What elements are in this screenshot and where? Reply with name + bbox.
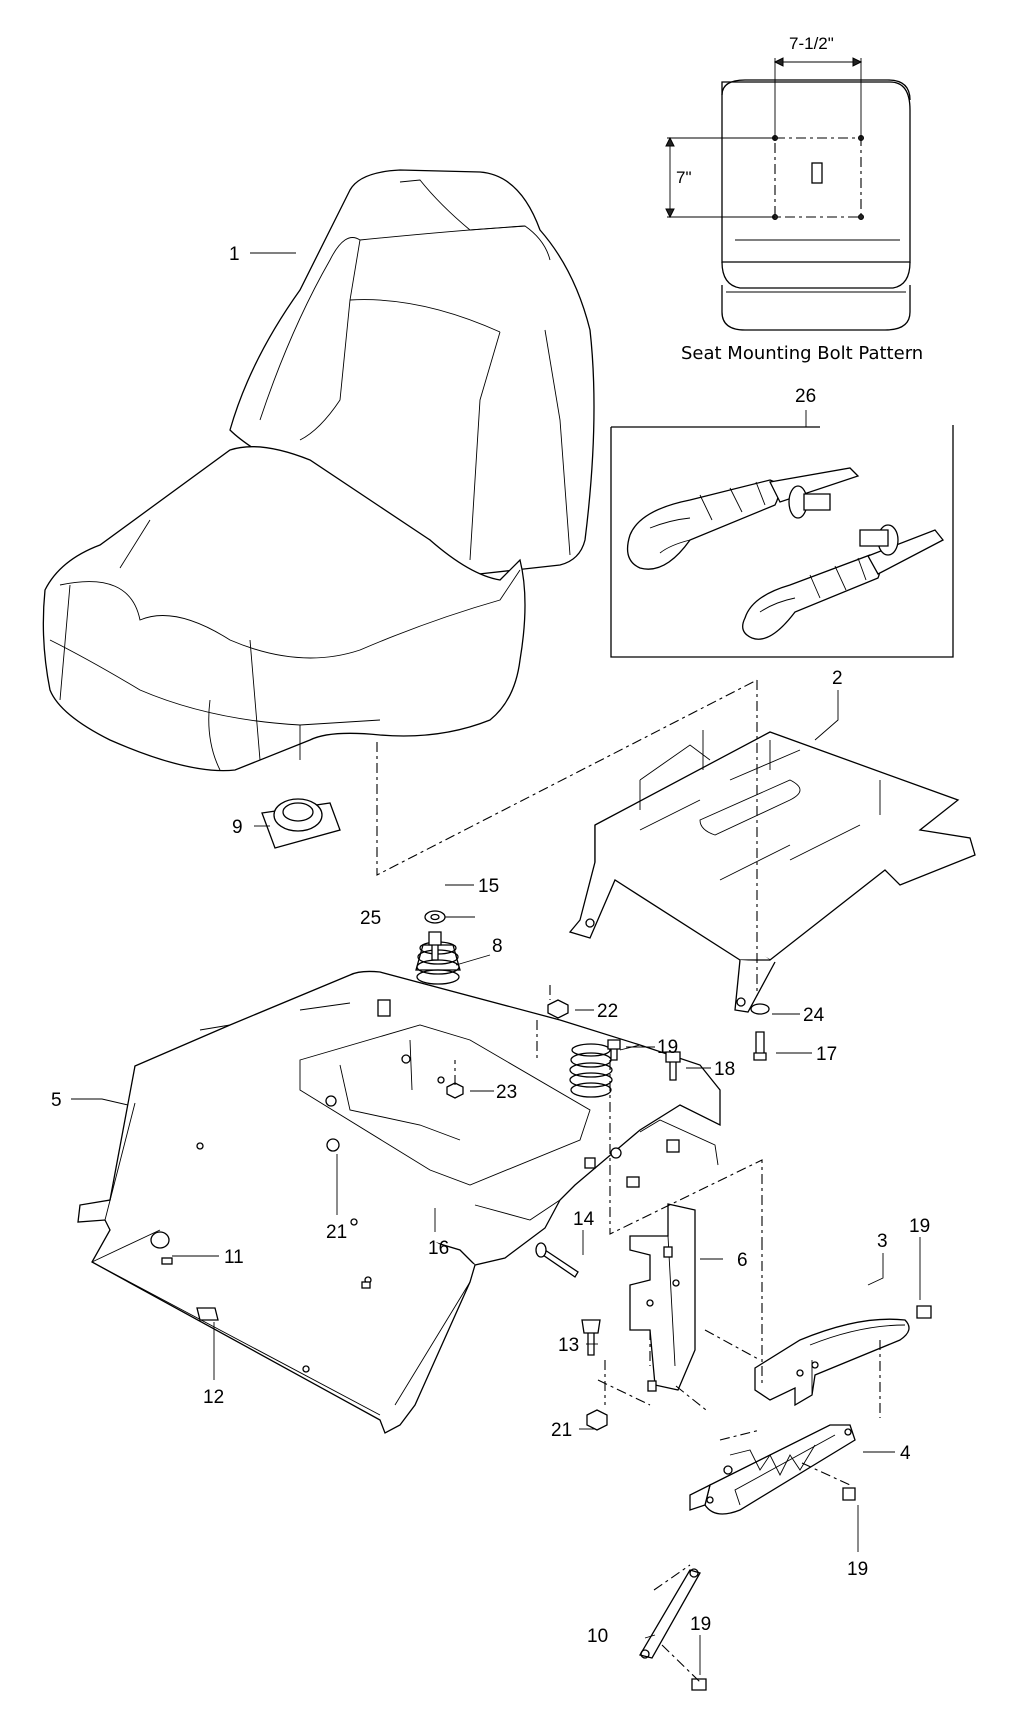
callout-12: 12 (203, 1387, 224, 1408)
callout-21-platform: 21 (326, 1222, 347, 1243)
spring-rear (569, 1043, 613, 1098)
callout-1: 1 (229, 244, 240, 265)
seat (42, 169, 595, 772)
callout-24: 24 (803, 1005, 825, 1026)
seat-slide-upper (754, 1318, 910, 1407)
callout-21-lower: 21 (551, 1420, 572, 1441)
seat-slide-lower (689, 1424, 856, 1515)
callout-14: 14 (573, 1209, 595, 1230)
callout-13: 13 (558, 1335, 579, 1356)
armrest-kit-box (610, 410, 954, 658)
callouts: 1 2 3 4 5 6 8 9 10 11 12 13 14 15 16 17 … (51, 244, 930, 1647)
leader-lines (71, 252, 921, 1675)
callout-4: 4 (900, 1443, 911, 1464)
callout-10: 10 (587, 1626, 608, 1647)
callout-23: 23 (496, 1082, 517, 1103)
callout-19-top: 19 (657, 1037, 678, 1058)
callout-26: 26 (795, 386, 816, 407)
callout-17: 17 (816, 1044, 837, 1065)
bolt-rectangle (774, 137, 862, 218)
callout-18: 18 (714, 1059, 735, 1080)
callout-6: 6 (737, 1250, 748, 1271)
callout-19-lower: 19 (847, 1559, 868, 1580)
assembly-lines (376, 679, 881, 1683)
callout-22: 22 (597, 1001, 618, 1022)
seat-bracket (568, 730, 976, 1013)
callout-8: 8 (492, 936, 503, 957)
callout-19-right: 19 (909, 1216, 930, 1237)
height-dimension: 7" (676, 168, 692, 187)
callout-16: 16 (428, 1238, 449, 1259)
hardware (150, 910, 932, 1691)
callout-5: 5 (51, 1090, 62, 1111)
armrest-right (742, 524, 945, 640)
seat-switch (261, 798, 341, 849)
callout-11: 11 (224, 1247, 244, 1268)
adjuster-bracket (629, 1203, 696, 1392)
callout-19-bottom: 19 (690, 1614, 711, 1635)
seat-platform (77, 941, 721, 1434)
callout-2: 2 (832, 668, 843, 689)
armrest-left (626, 467, 860, 570)
callout-9: 9 (232, 817, 243, 838)
callout-15: 15 (478, 876, 499, 897)
bolt-pattern-inset: 7-1/2" 7" Seat Mounting Bolt Pattern (665, 34, 923, 364)
inset-caption: Seat Mounting Bolt Pattern (681, 343, 923, 364)
callout-25: 25 (360, 908, 381, 929)
link-arm (638, 1568, 701, 1659)
width-dimension: 7-1/2" (789, 34, 834, 53)
callout-3: 3 (877, 1231, 888, 1252)
